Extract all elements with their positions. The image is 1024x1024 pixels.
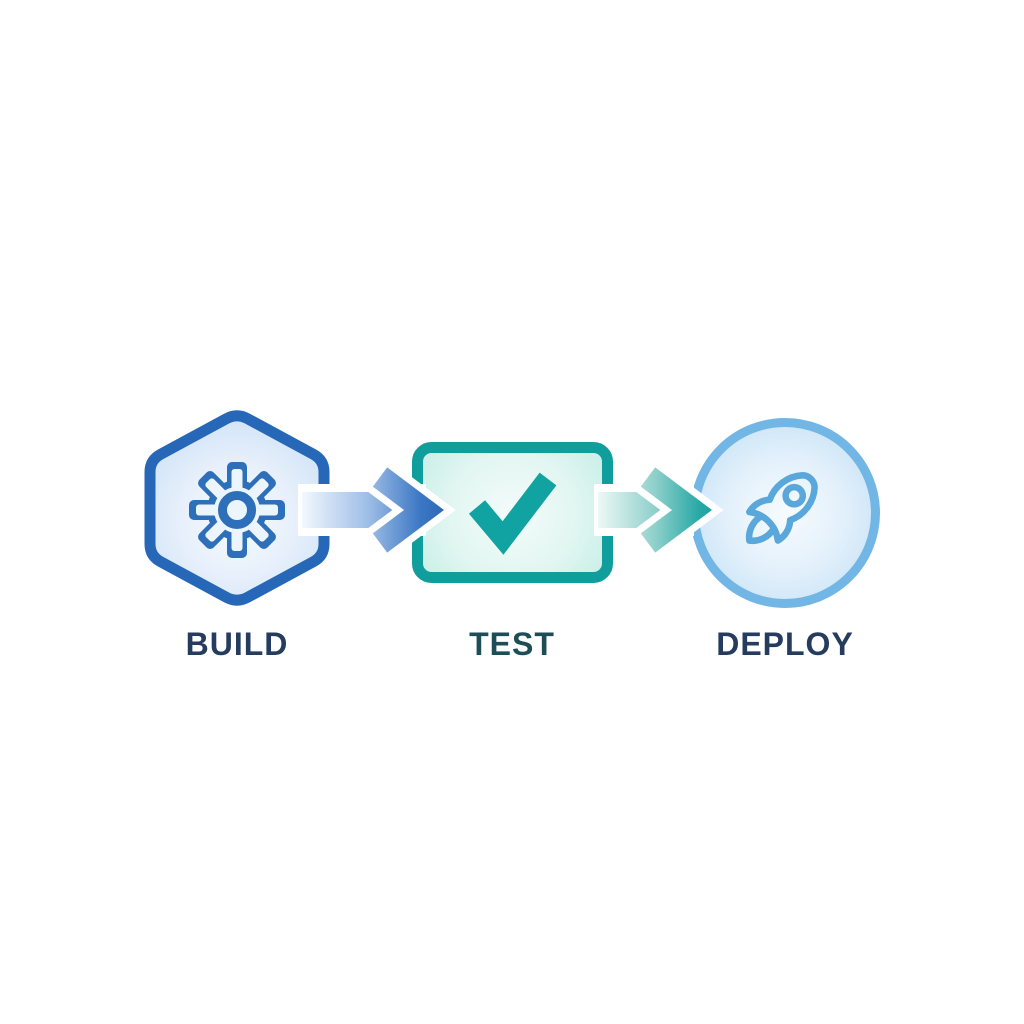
gear-icon xyxy=(189,462,285,558)
arrow-head-icon xyxy=(372,467,444,553)
test-stage-label: TEST xyxy=(469,626,555,662)
deploy-stage xyxy=(690,418,880,608)
rocket-icon xyxy=(745,472,818,545)
build-stage-label: BUILD xyxy=(185,626,289,662)
arrow-test-to-deploy xyxy=(594,461,724,559)
build-stage xyxy=(144,410,330,606)
deploy-circle-shape xyxy=(690,418,880,608)
deploy-stage-label: DEPLOY xyxy=(716,626,854,662)
checkmark-icon xyxy=(468,472,557,555)
arrow-head-icon xyxy=(640,467,712,553)
arrow-build-to-test xyxy=(298,461,456,559)
